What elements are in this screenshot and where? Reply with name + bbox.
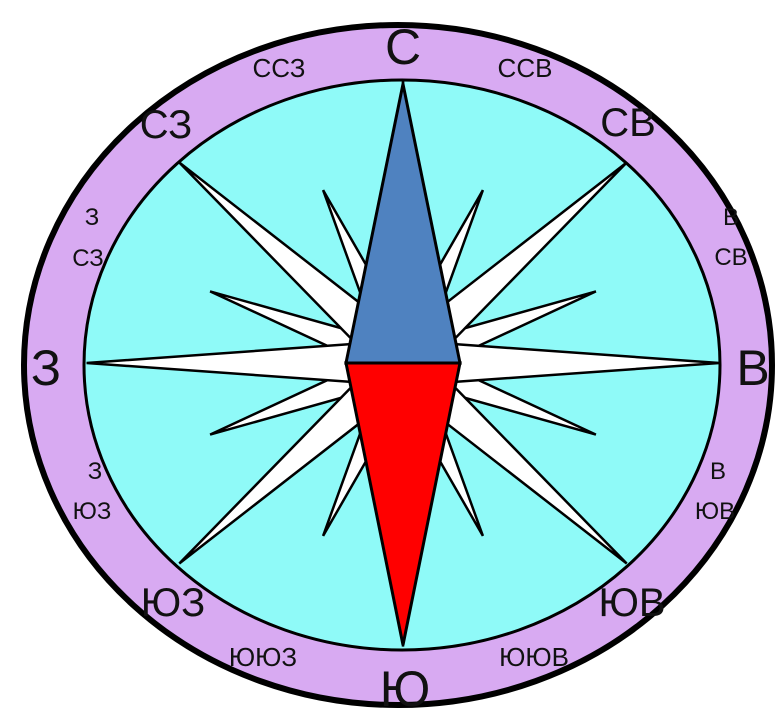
label-south-east: ЮВ [598, 581, 665, 625]
label-north-east: СВ [600, 101, 656, 145]
label-north-north-west: ССЗ [253, 53, 306, 83]
label-south-south-east: ЮЮВ [499, 642, 569, 672]
label-north-west: СЗ [140, 103, 193, 147]
label-east: В [736, 340, 769, 396]
label-north-north-east: ССВ [498, 53, 553, 83]
label-west-south-west-bottom: ЮЗ [73, 498, 112, 525]
label-south: Ю [380, 661, 431, 715]
label-west-south-west-top: З [88, 458, 103, 485]
label-south-south-west: ЮЮЗ [229, 642, 297, 672]
label-west-north-west-top: З [85, 204, 100, 231]
label-east-north-east-bottom: СВ [714, 244, 747, 271]
label-east-south-east-bottom: ЮВ [695, 498, 735, 525]
label-north: С [385, 19, 421, 75]
label-west-north-west-bottom: СЗ [72, 245, 104, 272]
label-south-west: ЮЗ [141, 581, 206, 625]
label-east-north-east-top: В [723, 204, 739, 231]
label-west: З [31, 340, 61, 396]
label-east-south-east-top: В [710, 458, 726, 485]
